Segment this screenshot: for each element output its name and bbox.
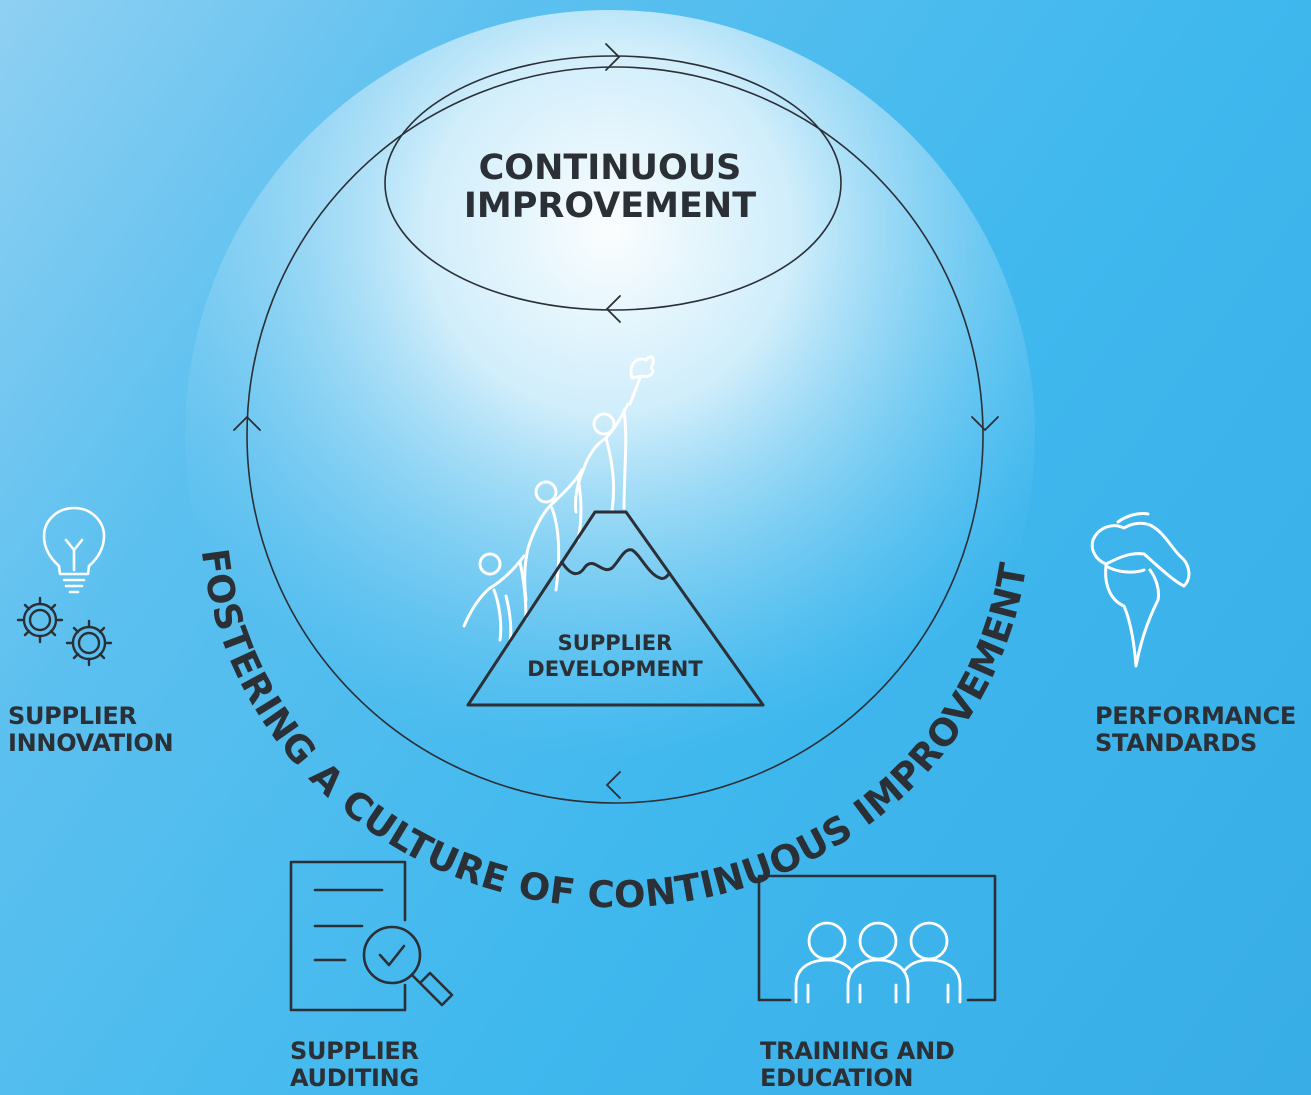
pillar-label-auditing: SUPPLIER AUDITING [290,1038,419,1092]
center-title: CONTINUOUS IMPROVEMENT [300,149,920,225]
center-title-line1: CONTINUOUS [478,148,742,188]
summit-label-line1: SUPPLIER [557,631,673,655]
arrow-ellipse-left [605,295,621,323]
summit-label: SUPPLIER DEVELOPMENT [470,630,760,682]
pillar-line2: AUDITING [290,1064,419,1092]
gears-icon [16,596,113,667]
center-title-line2: IMPROVEMENT [463,186,757,226]
audit-document-icon [289,860,454,1012]
people-group-icon [757,874,997,1004]
lightbulb-gears-icon [16,506,113,667]
arrow-bottom-left [605,771,621,799]
cycle-circle [246,66,984,804]
pillar-line1: TRAINING AND [760,1037,955,1065]
arrow-top-right [605,43,621,71]
pillar-line1: PERFORMANCE [1095,702,1296,730]
lightbulb-icon [42,506,106,594]
pillar-line2: EDUCATION [760,1064,914,1092]
pillar-line1: SUPPLIER [8,702,137,730]
center-ellipse [384,55,842,311]
torch-icon [1090,512,1191,668]
pillar-label-training: TRAINING AND EDUCATION [760,1038,955,1092]
pillar-line2: STANDARDS [1095,729,1257,757]
pillar-label-performance: PERFORMANCE STANDARDS [1095,703,1296,757]
cycle-arrows [233,43,999,799]
pillar-line2: INNOVATION [8,729,174,757]
summit-label-line2: DEVELOPMENT [527,657,703,681]
arrow-right-down [971,416,999,432]
pillar-line1: SUPPLIER [290,1037,419,1065]
pillar-label-innovation: SUPPLIER INNOVATION [8,702,174,757]
mountain-icon [466,510,765,707]
arrow-left-up [233,415,261,431]
